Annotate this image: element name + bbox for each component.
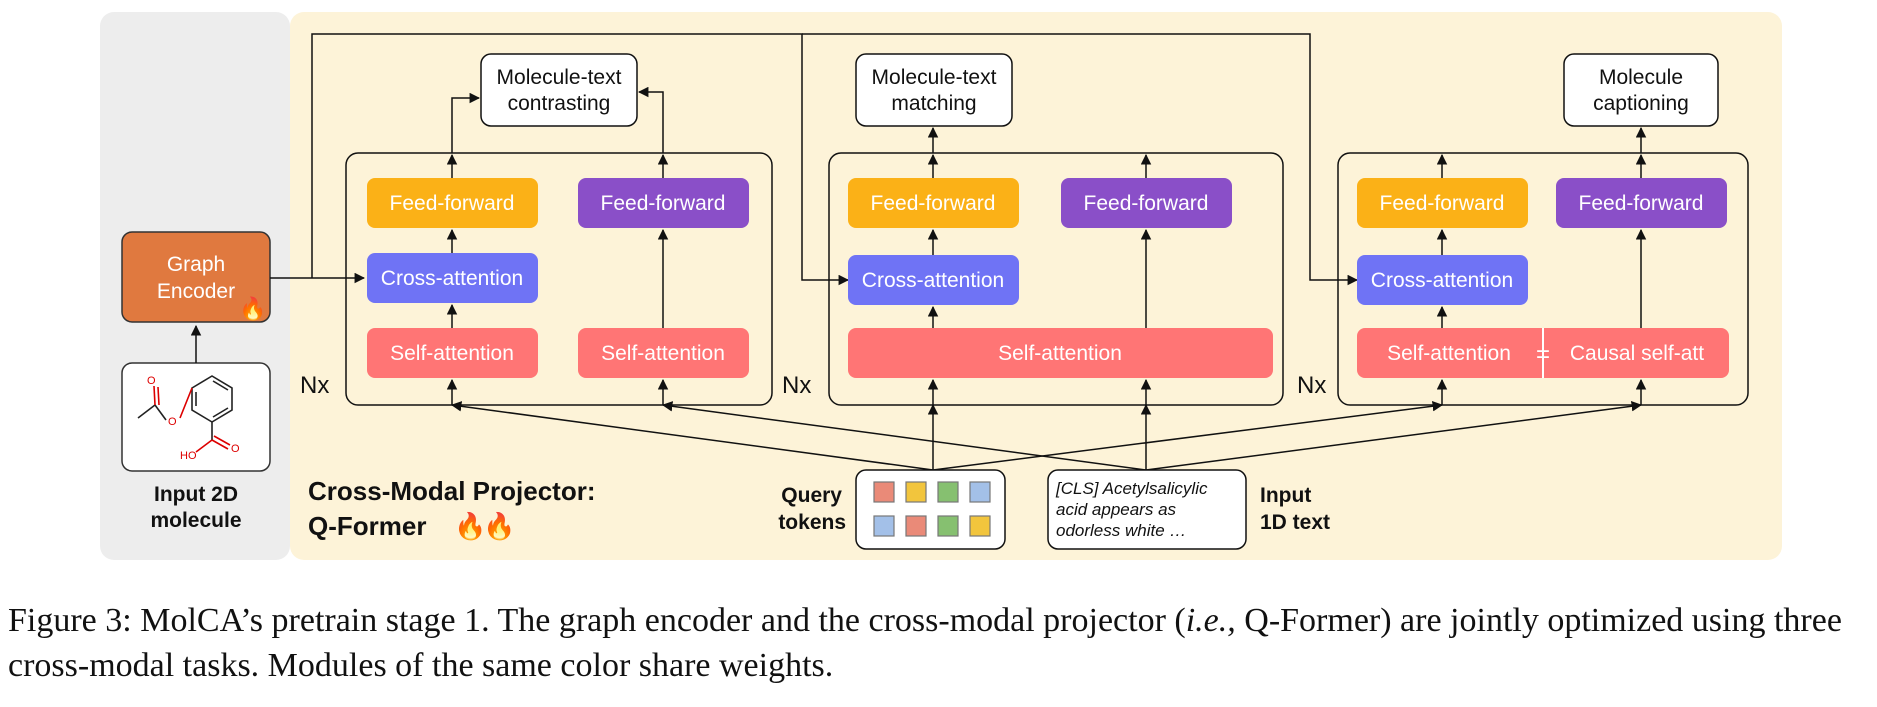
atom-label-o1: O (147, 375, 156, 387)
cross-attention-label: Cross-attention (1371, 269, 1513, 292)
text-input-box (1047, 469, 1247, 550)
feed-forward-purple-1 (578, 178, 749, 228)
feed-forward-orange-1 (367, 178, 538, 228)
cross-attention-1 (367, 253, 538, 303)
feed-forward-label: Feed-forward (1084, 192, 1209, 215)
feed-forward-label: Feed-forward (1579, 192, 1704, 215)
encoder-connectors (190, 33, 1359, 363)
atom-label-o3: O (231, 443, 240, 455)
query-token (905, 515, 927, 537)
query-token (937, 481, 959, 503)
text-input-line-3: odorless white … (1056, 521, 1186, 540)
caption-italic: i.e., (1185, 602, 1236, 639)
input-1d-label-2: 1D text (1260, 511, 1330, 534)
fire-icon: 🔥 (483, 511, 515, 541)
task-contrasting-label-2: contrasting (508, 92, 611, 115)
cross-attention-3 (1357, 255, 1528, 305)
feed-forward-label: Feed-forward (601, 192, 726, 215)
task-matching-box (855, 53, 1013, 127)
query-tokens-label-1: Query (781, 484, 842, 507)
caption-suffix: Q-Former) are jointly optimized using th… (8, 602, 1842, 684)
figure-caption: Figure 3: MolCA’s pretrain stage 1. The … (8, 598, 1873, 688)
task-captioning-box (1563, 53, 1719, 127)
task-matching-label-1: Molecule-text (872, 66, 997, 89)
feed-forward-orange-3 (1357, 178, 1528, 228)
task-captioning-label-1: Molecule (1599, 66, 1683, 89)
query-token (937, 515, 959, 537)
caption-prefix: Figure 3: MolCA’s pretrain stage 1. The … (8, 602, 1186, 639)
input-2d-label-1: Input 2D (154, 483, 238, 506)
feed-forward-label: Feed-forward (1380, 192, 1505, 215)
self-attention-label: Self-attention (998, 342, 1122, 365)
graph-encoder-label-2: Encoder (157, 280, 235, 303)
fire-icon: 🔥 (454, 511, 486, 541)
qformer-block-3 (1337, 152, 1749, 406)
atom-label-ho: HO (180, 450, 197, 462)
task-matching-label-2: matching (891, 92, 976, 115)
self-attention-1a (367, 328, 538, 378)
feed-forward-label: Feed-forward (390, 192, 515, 215)
input-2d-label-2: molecule (150, 509, 241, 532)
causal-self-att-label: Causal self-att (1570, 342, 1704, 365)
nx-label-1: Nx (300, 372, 329, 399)
task-contrasting-label-1: Molecule-text (497, 66, 622, 89)
nx-label-2: Nx (782, 372, 811, 399)
feed-forward-orange-2 (848, 178, 1019, 228)
text-input-line-1: [CLS] Acetylsalicylic (1055, 479, 1208, 498)
internal-arrows (446, 86, 1647, 328)
query-token (969, 515, 991, 537)
query-tokens-label-2: tokens (778, 511, 846, 534)
query-token (873, 515, 895, 537)
input-1d-label-1: Input (1260, 484, 1311, 507)
fire-icon: 🔥 (239, 296, 266, 321)
input-arrows (446, 378, 1647, 471)
projector-title-2: Q-Former (308, 511, 426, 541)
self-attention-label: Self-attention (390, 342, 514, 365)
cross-attention-2 (848, 255, 1019, 305)
cross-attention-label: Cross-attention (381, 267, 523, 290)
projector-title-1: Cross-Modal Projector: (308, 476, 596, 506)
self-attention-2 (848, 328, 1273, 378)
equals-sign: = (1536, 341, 1550, 368)
query-token (905, 481, 927, 503)
graph-encoder-box (121, 231, 271, 323)
molecule-structure-icon (137, 375, 233, 453)
self-attention-1b (578, 328, 749, 378)
self-attention-label: Self-attention (601, 342, 725, 365)
feed-forward-purple-3 (1556, 178, 1727, 228)
text-input-line-2: acid appears as (1056, 500, 1177, 519)
query-token (873, 481, 895, 503)
cross-attention-label: Cross-attention (862, 269, 1004, 292)
feed-forward-label: Feed-forward (871, 192, 996, 215)
nx-label-3: Nx (1297, 372, 1326, 399)
atom-label-o2: O (168, 416, 177, 428)
qformer-block-2 (828, 152, 1284, 406)
graph-encoder-label-1: Graph (167, 253, 225, 276)
task-captioning-label-2: captioning (1593, 92, 1689, 115)
query-token (969, 481, 991, 503)
qformer-block-1 (345, 152, 773, 406)
self-attention-label: Self-attention (1387, 342, 1511, 365)
query-token-grid (873, 481, 991, 537)
feed-forward-purple-2 (1061, 178, 1232, 228)
task-contrasting-box (480, 53, 638, 127)
